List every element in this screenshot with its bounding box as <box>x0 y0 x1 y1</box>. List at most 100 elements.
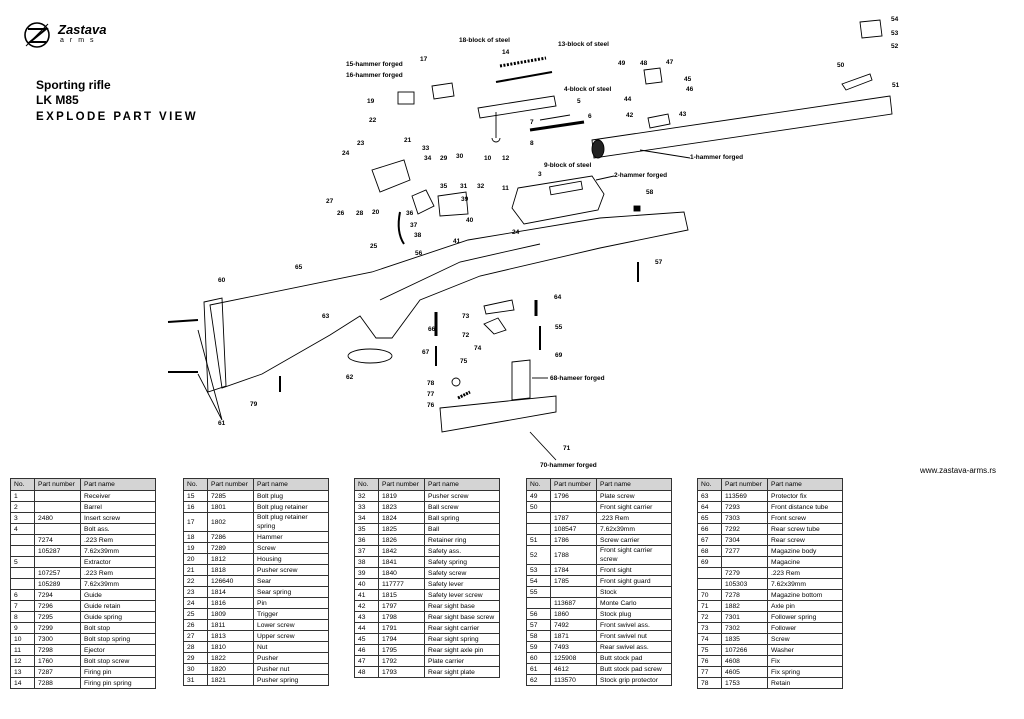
part-name-cell: 7.62x39mm <box>596 523 672 535</box>
part-no-cell: 54 <box>526 575 551 587</box>
column-header: Part number <box>207 478 254 491</box>
website-link[interactable]: www.zastava-arms.rs <box>920 466 997 475</box>
callout-number: 56 <box>415 250 423 257</box>
part-no-cell: 17 <box>183 512 208 532</box>
part-no-cell: 58 <box>526 630 551 642</box>
part-number-cell: 1760 <box>34 655 81 667</box>
column-header: Part number <box>721 478 768 491</box>
receiver-port-drawing <box>549 180 583 196</box>
butt-pad-drawing <box>203 297 227 393</box>
part-name-cell: Stock <box>596 586 672 598</box>
magazine-drawing <box>511 359 531 401</box>
part-no-cell: 39 <box>354 567 379 579</box>
part-no-cell: 63 <box>697 490 722 502</box>
forge-label: 1-hammer forged <box>690 154 743 161</box>
part-number-cell: 7293 <box>721 501 768 513</box>
callout-number: 38 <box>414 232 422 239</box>
part-name-cell: Ejector <box>80 644 156 656</box>
part-no-cell: 42 <box>354 600 379 612</box>
part-name-cell: Rear sight plate <box>424 666 500 678</box>
part-number-cell: 7295 <box>34 611 81 623</box>
callout-number: 75 <box>460 358 468 365</box>
part-number-cell: 1882 <box>721 600 768 612</box>
table-header-row: No. Part number Part name <box>183 478 329 491</box>
part-no-cell: 52 <box>526 545 551 565</box>
part-number-cell: 4612 <box>550 663 597 675</box>
part-name-cell: .223 Rem <box>80 567 156 579</box>
column-header: Part name <box>80 478 156 491</box>
part-name-cell: 7.62x39mm <box>80 545 156 557</box>
callout-number: 45 <box>684 76 692 83</box>
column-header: Part number <box>550 478 597 491</box>
part-name-cell: Safety spring <box>424 556 500 568</box>
part-no-cell: 2 <box>10 501 35 513</box>
column-header: Part name <box>767 478 843 491</box>
part-number-cell <box>550 501 597 513</box>
callout-number: 36 <box>406 210 414 217</box>
part-no-cell: 15 <box>183 490 208 502</box>
part-number-cell: 7303 <box>721 512 768 524</box>
part-name-cell: Rear screw <box>767 534 843 546</box>
part-number-cell: 7299 <box>34 622 81 634</box>
follower-spring-drawing <box>483 317 507 335</box>
part-number-cell: 113687 <box>550 597 597 609</box>
rear-sight-base-drawing <box>647 113 671 129</box>
table-row: 7279.223 Rem <box>697 567 843 579</box>
part-number-cell: 7301 <box>721 611 768 623</box>
part-name-cell: Guide <box>80 589 156 601</box>
part-no-cell: 61 <box>526 663 551 675</box>
grip-protector-drawing <box>347 348 393 364</box>
callout-number: 11 <box>502 185 509 192</box>
forge-label: 13-block of steel <box>558 41 609 48</box>
part-name-cell: Washer <box>767 644 843 656</box>
part-name-cell: Safety ass. <box>424 545 500 557</box>
callout-number: 76 <box>427 402 435 409</box>
part-no-cell: 66 <box>697 523 722 535</box>
part-number-cell: 1822 <box>207 652 254 664</box>
part-name-cell: Ball spring <box>424 512 500 524</box>
part-number-cell: 7493 <box>550 641 597 653</box>
part-number-cell: 7492 <box>550 619 597 631</box>
leader-line <box>639 149 691 159</box>
part-name-cell: Guide spring <box>80 611 156 623</box>
callout-number: 3 <box>538 171 542 178</box>
part-no-cell: 50 <box>526 501 551 513</box>
part-no-cell: 65 <box>697 512 722 524</box>
callout-number: 14 <box>502 49 510 56</box>
forge-label: 15-hammer forged <box>346 61 403 68</box>
callout-number: 17 <box>420 56 428 63</box>
callout-number: 27 <box>326 198 334 205</box>
callout-number: 20 <box>372 209 380 216</box>
part-number-cell: 117777 <box>378 578 425 590</box>
fix-drawing <box>451 377 461 387</box>
part-number-cell <box>34 490 81 502</box>
part-name-cell: Front sight <box>596 564 672 576</box>
callout-number: 41 <box>453 238 461 245</box>
